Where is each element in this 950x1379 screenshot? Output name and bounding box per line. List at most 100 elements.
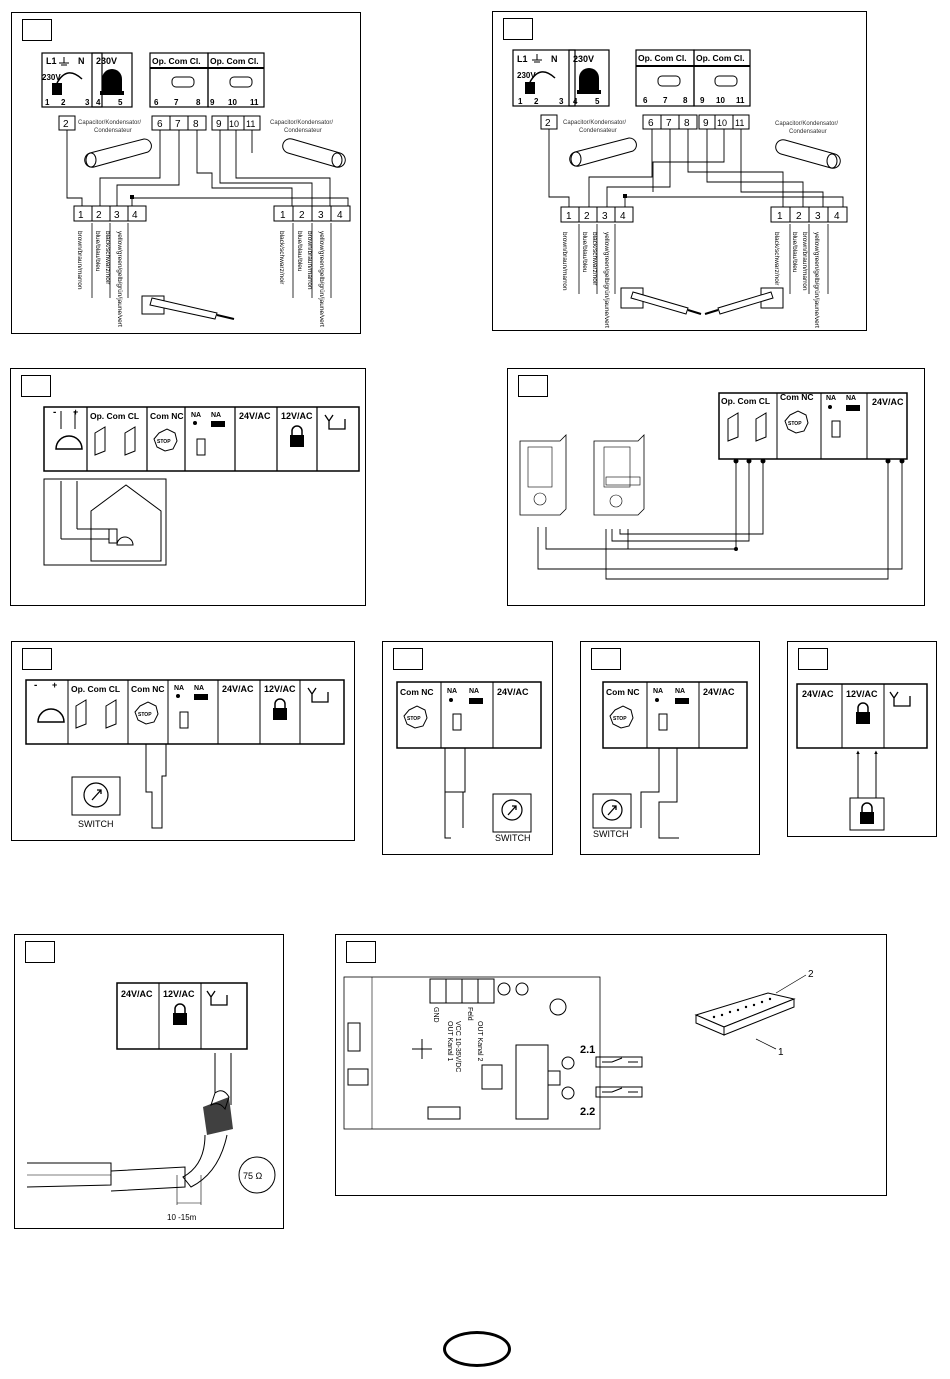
p2-motor1-icon: [657, 75, 681, 87]
remote-transmitter-icon: [694, 992, 796, 1036]
panel-6-figure-tag: [393, 648, 423, 670]
p4-stop-text: STOP: [788, 421, 802, 427]
p3-plus: +: [73, 407, 78, 417]
p2-num-2: 2: [534, 97, 539, 106]
p3-24v-label: 24V/AC: [239, 411, 271, 421]
p2-m1-num-7: 7: [663, 96, 668, 105]
p2-actuator-right-icon: [704, 287, 784, 315]
m2-wire-blue: blue/blau/bleu: [296, 231, 303, 272]
p2-supply-230v: 230V: [517, 71, 536, 80]
p4-comnc-label: Com NC: [780, 392, 814, 402]
motor2-label: Op. Com Cl.: [210, 56, 259, 66]
p2-terminal-11: 11: [735, 118, 744, 128]
supply-num-1: 1: [45, 98, 50, 107]
panel-5-figure-tag: [22, 648, 52, 670]
linear-actuator-icon: [141, 295, 235, 320]
terminal-9: 9: [216, 119, 222, 130]
p3-stop-icon: STOP: [153, 428, 178, 452]
panel-4-figure-tag: [518, 375, 548, 397]
m2-block-3: 3: [318, 210, 324, 221]
p4-op-label: Op. Com CL: [721, 396, 770, 406]
p3-minus: -: [53, 407, 56, 418]
p7-comnc-label: Com NC: [606, 687, 640, 697]
m2-block-1: 1: [280, 210, 286, 221]
panel-stop-switch-left: Com NC STOP NA NA 24V/AC SWITCH: [580, 641, 760, 855]
p5-antenna-icon: [307, 687, 329, 703]
p3-na-2: NA: [211, 412, 221, 419]
m1-wire-yellowgreen: yellow/green/gelb/grün/jaune/vert: [116, 231, 123, 327]
m2-wire-brown: brown/braun/marron: [306, 231, 313, 290]
p7-na-1: NA: [653, 688, 663, 695]
p5-stop-icon: STOP: [134, 701, 159, 725]
p2-capacitor-label-left: Capacitor/Kondensator/: [563, 120, 626, 126]
p5-24v-label: 24V/AC: [222, 684, 254, 694]
p2-m2-num-9: 9: [700, 96, 705, 105]
callout-1: 1: [778, 1047, 784, 1058]
p9-impedance-label: 75 Ω: [243, 1171, 263, 1181]
p2-motor2-icon: [714, 75, 738, 87]
p8-wire-arrow-1: ▲: [855, 750, 861, 756]
panel-7-figure-tag: [591, 648, 621, 670]
p2-m1-block-4: 4: [620, 211, 626, 222]
p2-m2-num-11: 11: [736, 96, 745, 105]
p2-ground-icon: [532, 54, 542, 63]
terminal-6: 6: [157, 119, 163, 130]
p2-terminal-9: 9: [703, 118, 709, 129]
motor1-icon: [171, 76, 195, 88]
p5-minus: -: [34, 680, 37, 691]
motor2-icon: [229, 76, 253, 88]
m1-block-2: 2: [96, 210, 102, 221]
m2-wire-yellowgreen: yellow/green/gelb/grün/jaune/vert: [318, 231, 325, 327]
p9-distance-label: 10 -15m: [167, 1213, 197, 1222]
panel-9-figure-tag: [25, 941, 55, 963]
p2-m1-block-3: 3: [602, 211, 608, 222]
capacitor-sub-right: Condensateur: [284, 128, 322, 134]
p8-lock-icon: [856, 702, 870, 724]
supply-n: N: [78, 56, 85, 66]
m1-wire-blue: blue/blau/bleu: [94, 231, 101, 272]
panel-stop-switch-right: Com NC STOP NA NA 24V/AC SWITCH: [382, 641, 553, 855]
p5-plus: +: [52, 680, 57, 690]
p4-pedestrian-car-icons: [828, 405, 860, 438]
p2-m1-num-6: 6: [643, 96, 648, 105]
rx-channel1-button: [561, 1056, 643, 1070]
panel-7-diagram: Com NC STOP NA NA 24V/AC SWITCH: [592, 681, 748, 839]
p7-24v-label: 24V/AC: [703, 687, 735, 697]
p2-m1-block-1: 1: [566, 211, 572, 222]
p9-24v-label: 24V/AC: [121, 989, 153, 999]
p8-remote-lock-icon: [860, 802, 874, 824]
panel-9-diagram: 24V/AC 12V/AC 10 -15m 75 Ω: [26, 982, 276, 1222]
p2-m2-wire-brown: brown/braun/marron: [801, 232, 808, 291]
p4-stop-icon: STOP: [784, 410, 809, 434]
p3-comnc-label: Com NC: [150, 411, 184, 421]
p6-na-2: NA: [469, 688, 479, 695]
p9-lock-icon: [173, 1003, 187, 1025]
panel-photocell-pair-wiring: Op. Com CL Com NC STOP NA NA 24V/AC: [507, 368, 925, 606]
p2-m2-block-4: 4: [834, 211, 840, 222]
p2-m2-block-2: 2: [796, 211, 802, 222]
rx-channel2-button: [561, 1086, 643, 1100]
p2-capacitor-right: [775, 139, 841, 169]
p2-m1-num-8: 8: [683, 96, 688, 105]
m1-num-8: 8: [196, 98, 201, 107]
capacitor-left: [84, 138, 152, 168]
supply-num-5: 5: [118, 98, 123, 107]
p2-m1-wire-blue: blue/blau/bleu: [581, 232, 588, 273]
p6-stop-text: STOP: [407, 716, 421, 722]
p2-lamp-230v: 230V: [573, 54, 594, 64]
p2-supply-l1: L1: [517, 54, 528, 64]
p2-supply-n: N: [551, 54, 558, 64]
supply-230v: 230V: [42, 73, 61, 82]
panel-5-diagram: - + Op. Com CL Com NC STOP NA NA 24V/AC …: [25, 679, 345, 829]
capacitor-label-right: Capacitor/Kondensator/: [270, 120, 333, 126]
rx-ch1-label: 2.1: [580, 1044, 595, 1056]
terminal-11: 11: [246, 119, 255, 129]
p5-op-label: Op. Com CL: [71, 684, 120, 694]
p2-m2-wire-black: black/schwarz/noir: [773, 232, 780, 286]
m1-wire-black: black/schwarz/noir: [104, 231, 111, 285]
p3-op-label: Op. Com CL: [90, 411, 139, 421]
p4-na-2: NA: [846, 395, 856, 402]
panel-10-diagram: GND OUT Kanal 1 VCC 10-35V/DC Feld OUT K…: [343, 969, 814, 1130]
p3-pedestrian-car-icons: [193, 421, 225, 456]
ground-icon: [59, 57, 69, 66]
